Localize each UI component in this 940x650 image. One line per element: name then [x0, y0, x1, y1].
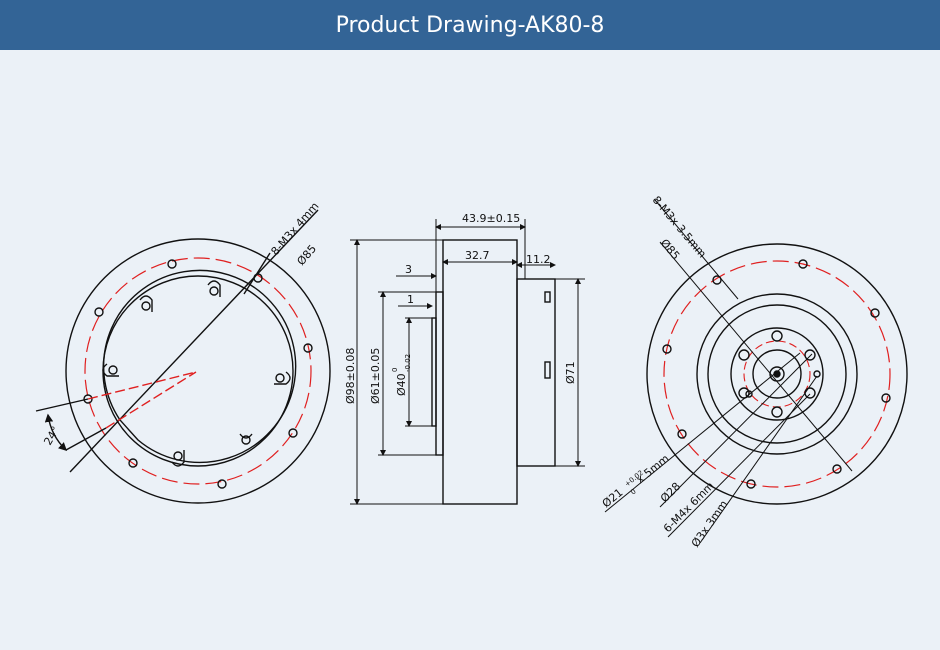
- left-inner-tabs: [102, 280, 291, 467]
- dim-body-length: 32.7: [465, 249, 490, 262]
- left-view: [35, 209, 331, 504]
- left-mount-holes: [83, 259, 313, 489]
- left-angle-arc: [44, 413, 68, 451]
- right-flange-circle: [730, 327, 824, 421]
- dim-flange-3: 3: [405, 263, 412, 276]
- dim-right-dia: Ø71: [564, 361, 577, 384]
- right-m4-holes: [738, 330, 816, 418]
- side-feature-1: [544, 291, 551, 303]
- dim-inner-tol-lower: -0.02: [404, 354, 412, 372]
- right-m4-leader: [667, 393, 811, 538]
- side-front-flange: [435, 291, 444, 456]
- left-hole-leader: [243, 252, 271, 295]
- left-angle-ext-2: [65, 427, 107, 451]
- side-front-boss: [431, 317, 437, 427]
- right-bore-leader: [604, 352, 801, 513]
- dim-total-length: 43.9±0.15: [462, 212, 520, 225]
- right-outer-circle: [646, 243, 908, 505]
- right-pcd-leader: [659, 241, 853, 472]
- drawing-canvas: 8-M3x 4mm Ø85 24° 43.9±0.15 32.7 11.2: [0, 50, 940, 645]
- dim-mid-dia: Ø61±0.05: [369, 348, 382, 404]
- left-angle-red-2: [105, 371, 197, 429]
- side-feature-2: [544, 361, 551, 379]
- right-mount-holes: [662, 259, 891, 489]
- dim-flange-1: 1: [407, 293, 414, 306]
- left-angle-label: 24°: [41, 424, 62, 447]
- right-small-holes: [745, 370, 821, 398]
- left-angle-ext-1: [35, 398, 89, 412]
- right-bore-tol-lower: 0: [629, 488, 638, 497]
- page-title: Product Drawing-AK80-8: [335, 12, 605, 38]
- left-outer-circle: [65, 238, 331, 504]
- right-pcd-label: Ø85: [658, 237, 683, 263]
- right-pcd-inner-leader: [659, 353, 813, 508]
- side-main-body: [442, 239, 518, 505]
- page-header: Product Drawing-AK80-8: [0, 0, 940, 50]
- right-bore-circle: [752, 349, 802, 399]
- dim-inner-tol-upper: 0: [391, 368, 399, 372]
- right-pcd-inner-label: Ø28: [658, 480, 683, 505]
- dim-outer-dia: Ø98±0.08: [344, 348, 357, 404]
- left-angle-red-1: [87, 371, 197, 400]
- left-leader-line: [69, 209, 319, 473]
- right-hub-inner-circle: [707, 304, 847, 444]
- right-hub-circle: [696, 293, 858, 455]
- left-pcd-label: Ø85: [294, 242, 319, 268]
- right-pcd-circle: [663, 260, 891, 488]
- right-view: [604, 199, 908, 544]
- side-view: [350, 219, 585, 505]
- right-bore-label: Ø21: [600, 486, 626, 510]
- dim-right-step: 11.2: [526, 253, 551, 266]
- left-inner-opening: [102, 269, 297, 464]
- right-small-leader: [699, 375, 818, 544]
- product-drawing: 8-M3x 4mm Ø85 24° 43.9±0.15 32.7 11.2: [35, 194, 908, 550]
- right-holes-leader: [654, 199, 739, 300]
- dim-inner-dia: Ø40: [395, 373, 408, 396]
- side-rear-cap: [516, 278, 556, 467]
- left-pcd-circle: [84, 257, 312, 485]
